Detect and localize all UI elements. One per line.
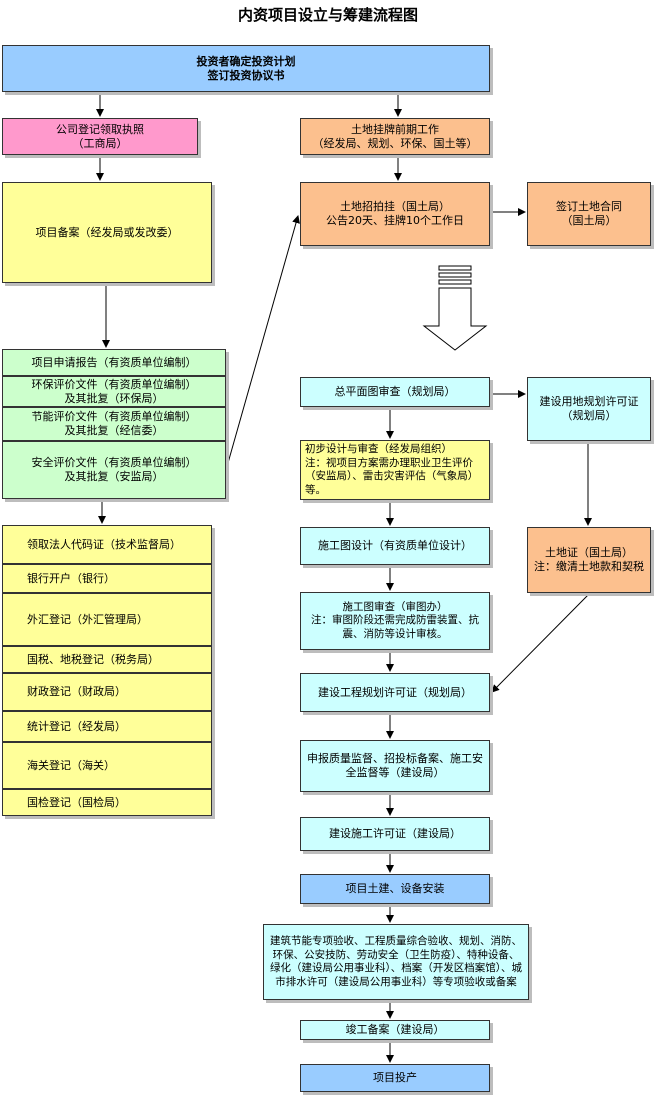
quality-safety-supervision-box: 申报质量监督、招投标备案、施工安全监督等（建设局） [300, 740, 490, 792]
land-certificate-box: 土地证（国土局） 注：缴清土地款和契税 [527, 527, 651, 593]
construction-permit-box: 建设施工许可证（建设局） [300, 817, 490, 851]
energy-assessment-box: 节能评价文件（有资质单位编制） 及其批复（经信委） [2, 407, 226, 441]
land-planning-permit-box: 建设用地规划许可证 （规划局） [527, 377, 651, 441]
drawing-review-box: 施工图审查（审图办） 注：审图阶段还需完成防雷装置、抗震、消防等设计审核。 [300, 592, 490, 650]
tax-registration-box: 国税、地税登记（税务局） [2, 646, 212, 673]
finance-registration-box: 财政登记（财政局） [2, 673, 212, 711]
completion-filing-box: 竣工备案（建设局） [300, 1020, 490, 1040]
civil-installation-box: 项目土建、设备安装 [300, 874, 490, 904]
forex-registration-box: 外汇登记（外汇管理局） [2, 593, 212, 646]
environmental-assessment-box: 环保评价文件（有资质单位编制） 及其批复（环保局） [2, 376, 226, 407]
arrow-safety-to-bidding [225, 215, 300, 471]
land-bidding-box: 土地招拍挂（国土局） 公告20天、挂牌10个工作日 [300, 182, 490, 246]
inspection-registration-box: 国检登记（国检局） [2, 789, 212, 816]
preliminary-design-box: 初步设计与审查（经发局组织） 注：视项目方案需办理职业卫生评价（安监局）、雷击灾… [300, 440, 490, 500]
engineering-planning-permit-box: 建设工程规划许可证（规划局） [300, 673, 490, 712]
company-registration-box: 公司登记领取执照 （工商局） [2, 118, 198, 155]
statistics-registration-box: 统计登记（经发局） [2, 711, 212, 742]
acceptance-box: 建筑节能专项验收、工程质量综合验收、规划、消防、环保、公安技防、劳动安全（卫生防… [263, 924, 529, 1000]
investor-plan-box: 投资者确定投资计划 签订投资协议书 [2, 45, 490, 92]
arrow-land-cert-to-eng-permit [491, 592, 591, 693]
application-report-box: 项目申请报告（有资质单位编制） [2, 349, 226, 376]
safety-assessment-box: 安全评价文件（有资质单位编制） 及其批复（安监局） [2, 441, 226, 499]
construction-drawing-design-box: 施工图设计（有资质单位设计） [300, 527, 490, 565]
production-box: 项目投产 [300, 1064, 490, 1092]
master-plan-review-box: 总平面图审查（规划局） [300, 377, 490, 407]
customs-registration-box: 海关登记（海关） [2, 742, 212, 789]
page-title: 内资项目设立与筹建流程图 [237, 6, 418, 24]
project-filing-box: 项目备案（经发局或发改委） [2, 182, 212, 283]
land-preliminary-box: 土地挂牌前期工作 （经发局、规划、环保、国土等） [300, 118, 490, 155]
land-contract-box: 签订土地合同 （国土局） [527, 182, 651, 246]
bank-account-box: 银行开户（银行） [2, 564, 212, 593]
hollow-down-arrow-icon [422, 265, 488, 351]
org-code-box: 领取法人代码证（技术监督局） [2, 525, 212, 564]
